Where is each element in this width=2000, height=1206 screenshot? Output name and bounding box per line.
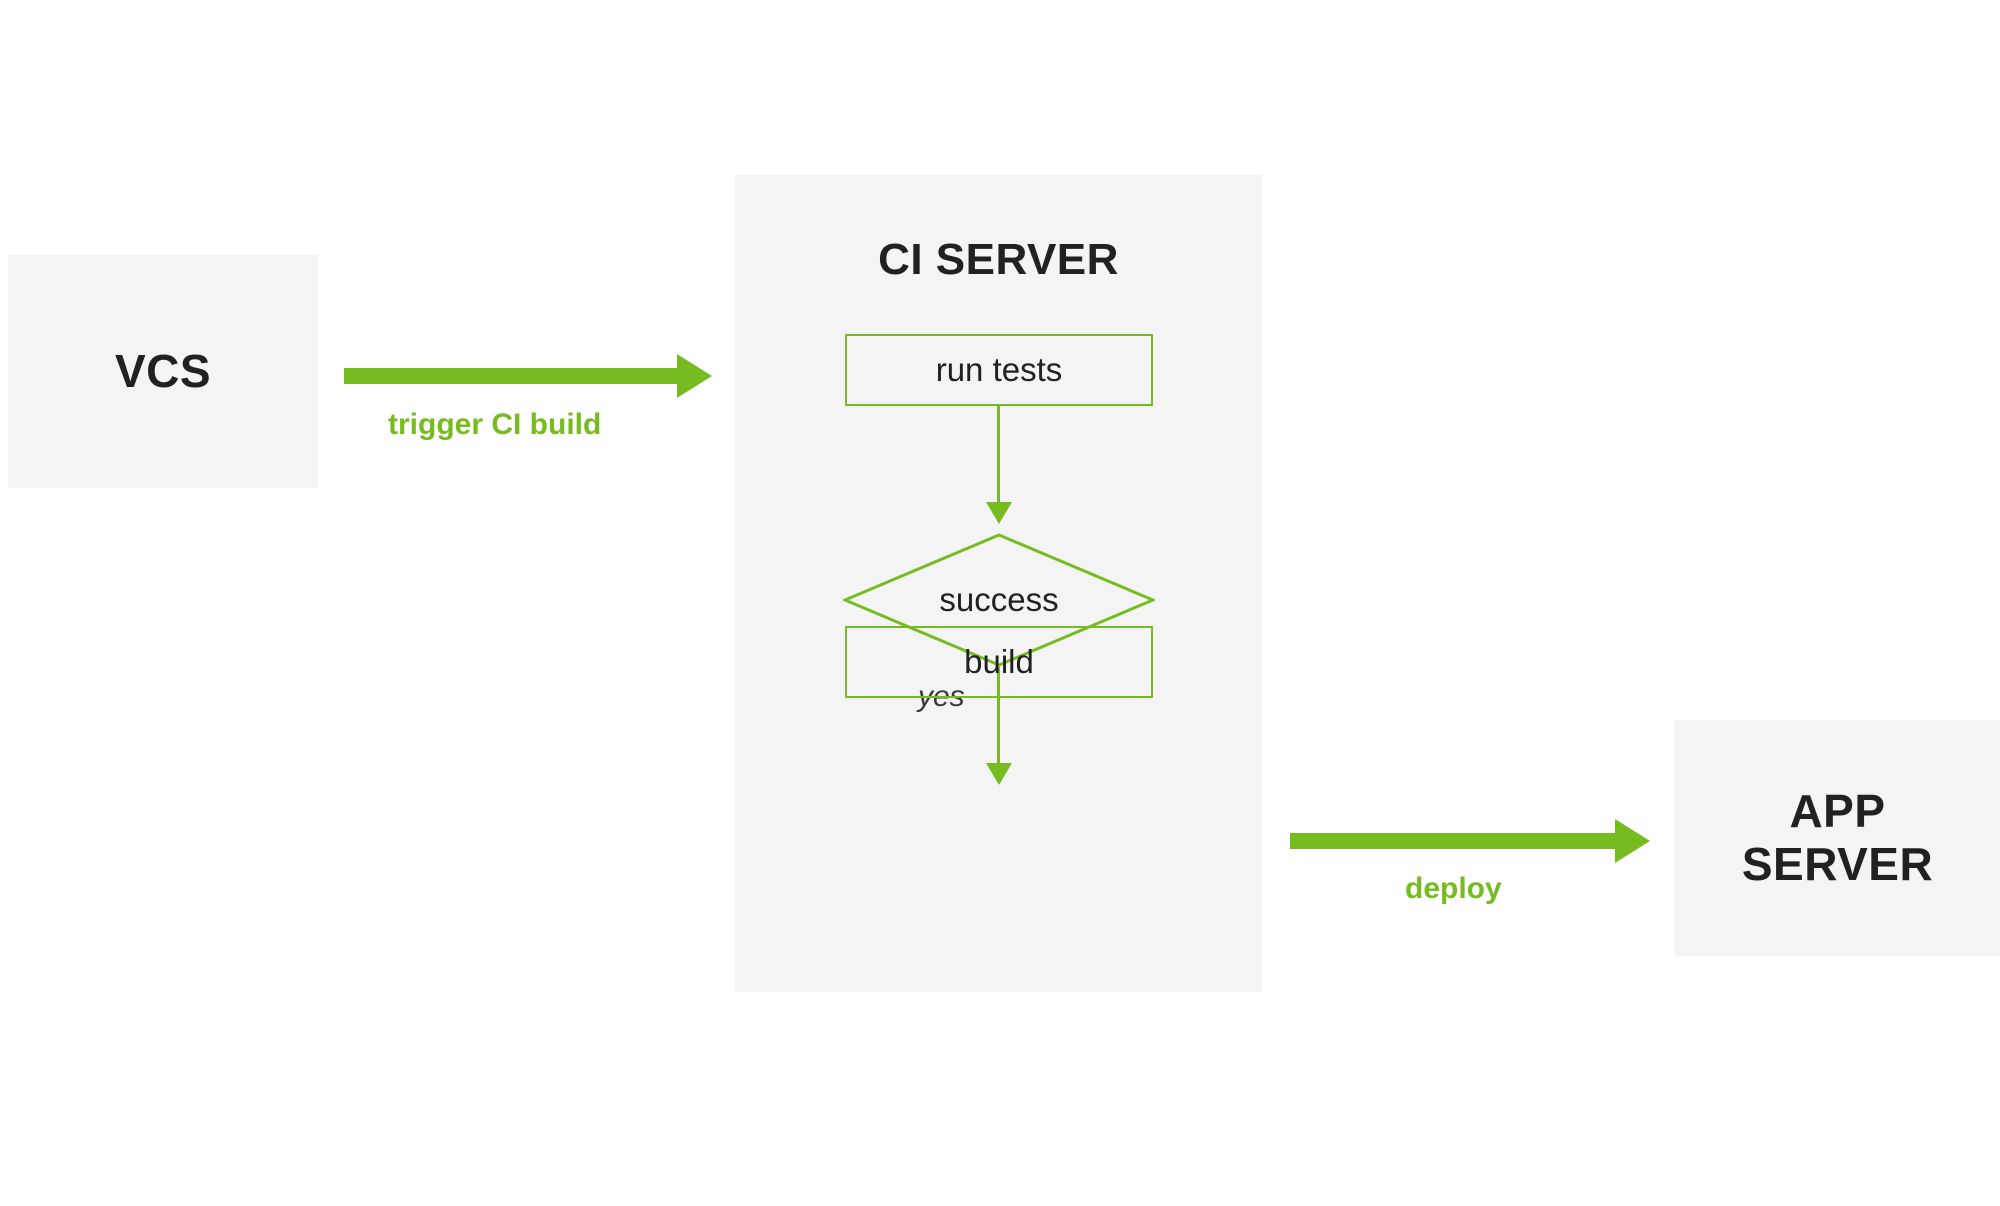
step-build-label: build <box>964 643 1034 680</box>
step-success-diamond[interactable] <box>841 533 1157 667</box>
node-ci-server[interactable]: CI SERVER run tests success yes build <box>735 175 1262 992</box>
edge-label-trigger-ci-build: trigger CI build <box>388 408 602 441</box>
step-run-tests[interactable]: run tests <box>845 334 1153 406</box>
step-run-tests-label: run tests <box>935 351 1063 388</box>
arrowhead-right-icon <box>677 354 712 398</box>
edge-label-deploy: deploy <box>1405 872 1502 905</box>
diamond-shape-icon <box>841 533 1157 667</box>
node-app-server-label: APP SERVER <box>1741 785 1934 890</box>
node-app-server[interactable]: APP SERVER <box>1675 720 2000 956</box>
arrowhead-right-icon <box>1615 819 1650 863</box>
connector-success-to-build <box>997 667 1000 767</box>
step-build[interactable]: build <box>845 626 1153 698</box>
connector-run-tests-to-success <box>997 406 1000 506</box>
node-vcs[interactable]: VCS <box>8 255 318 488</box>
node-vcs-label: VCS <box>114 345 212 398</box>
arrow-shaft <box>344 368 677 384</box>
arrowhead-down-icon <box>986 502 1012 524</box>
arrowhead-down-icon <box>986 763 1012 785</box>
arrow-shaft <box>1290 833 1615 849</box>
step-success-label: success <box>939 581 1059 618</box>
ci-server-title: CI SERVER <box>878 235 1119 284</box>
